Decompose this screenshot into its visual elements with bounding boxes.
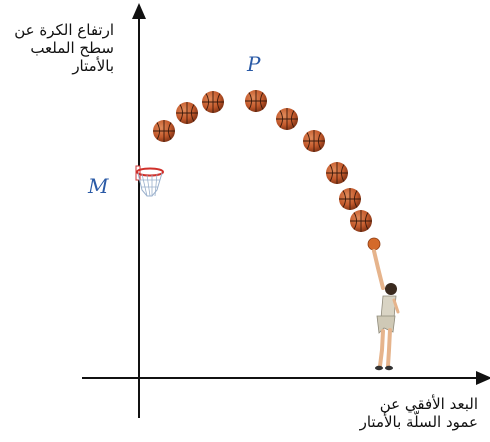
basketball-icon [338, 187, 362, 211]
basketball-icon [367, 237, 381, 251]
x-axis-arrowhead [476, 371, 490, 385]
basketball-icon [152, 119, 176, 143]
basketball-icon [201, 90, 225, 114]
y-axis-label-line-2: سطح الملعب [30, 39, 114, 57]
trajectory [152, 89, 381, 251]
basketball-hoop-icon [135, 165, 164, 197]
x-axis-label-line-2: عمود السلّة بالأمتار [359, 413, 478, 431]
basketball-icon [275, 107, 299, 131]
y-axis-label-line-3: بالأمتار [72, 57, 114, 75]
basketball-icon [244, 89, 268, 113]
y-axis-label: ارتفاع الكرة عن سطح الملعب بالأمتار [0, 21, 114, 75]
point-label-p: P [247, 52, 261, 76]
point-label-m: M [88, 174, 109, 198]
basketball-icon [325, 161, 349, 185]
basketball-icon [302, 129, 326, 153]
basketball-player-icon [372, 249, 400, 371]
x-axis-label: البعد الأفقي عن عمود السلّة بالأمتار [298, 395, 478, 431]
y-axis-arrowhead [132, 3, 146, 19]
basketball-icon [175, 101, 199, 125]
basketball-icon [349, 209, 373, 233]
y-axis-label-line-1: ارتفاع الكرة عن [14, 21, 114, 39]
x-axis-label-line-1: البعد الأفقي عن [379, 395, 478, 413]
